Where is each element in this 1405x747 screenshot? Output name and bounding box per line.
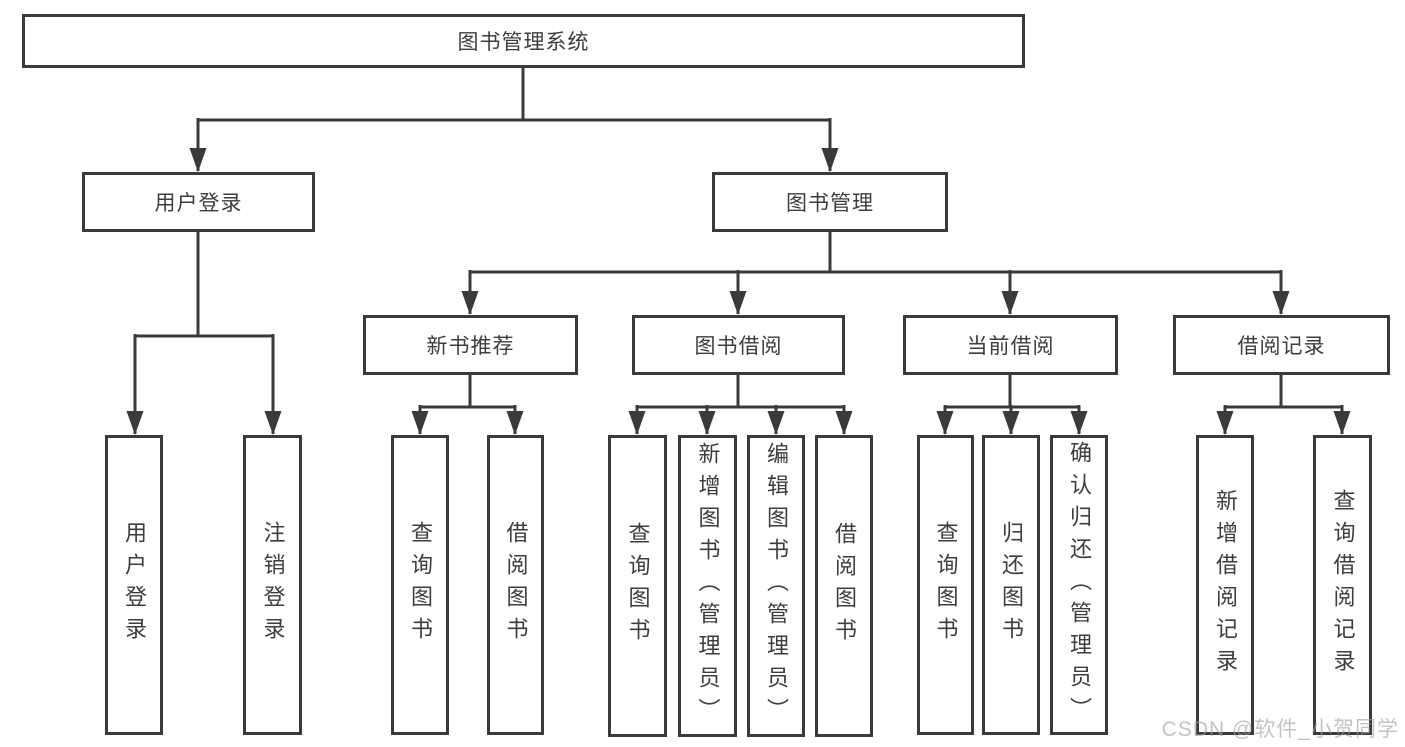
node-leaf-add-book-admin: 新增图书（管理员） (678, 435, 737, 737)
node-user-login-branch: 用户登录 (82, 172, 315, 232)
node-leaf-add-borrow-record: 新增借阅记录 (1196, 435, 1254, 735)
node-leaf-borrow-books-2: 借阅图书 (815, 435, 873, 737)
node-leaf-return-books: 归还图书 (982, 435, 1040, 735)
node-leaf-query-books-2: 查询图书 (608, 435, 667, 737)
node-leaf-user-login: 用户登录 (105, 435, 163, 735)
node-library-system: 图书管理系统 (22, 14, 1025, 68)
node-leaf-query-books-3: 查询图书 (917, 435, 974, 735)
node-new-book-recommend: 新书推荐 (363, 315, 578, 375)
node-leaf-query-books-1: 查询图书 (391, 435, 449, 735)
node-leaf-query-borrow-record: 查询借阅记录 (1313, 435, 1372, 735)
node-book-management: 图书管理 (712, 172, 948, 232)
node-book-borrowing: 图书借阅 (632, 315, 845, 375)
node-leaf-logout: 注销登录 (243, 435, 302, 735)
node-leaf-confirm-return-admin: 确认归还（管理员） (1050, 435, 1108, 735)
node-leaf-edit-book-admin: 编辑图书（管理员） (747, 435, 805, 737)
node-borrowing-records: 借阅记录 (1173, 315, 1390, 375)
node-leaf-borrow-books-1: 借阅图书 (487, 435, 544, 735)
node-current-borrowing: 当前借阅 (903, 315, 1118, 375)
